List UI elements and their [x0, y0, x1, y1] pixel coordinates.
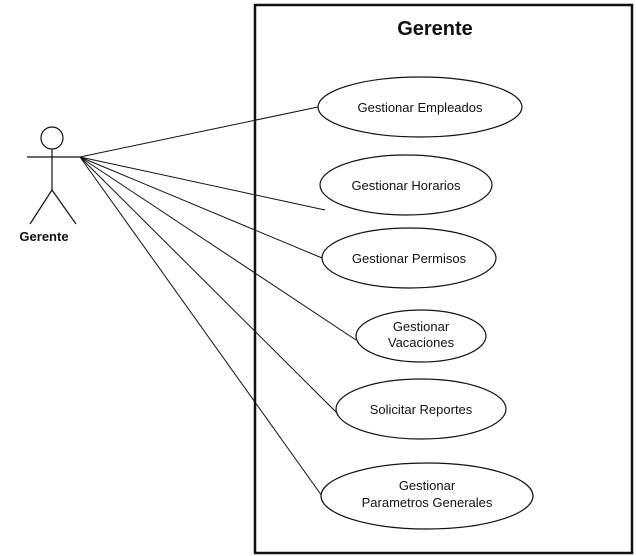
associations	[79, 106, 357, 497]
use-case-label-line-1: Gestionar	[399, 478, 456, 493]
use-case-ellipse	[335, 378, 507, 440]
actor-left-leg	[29, 189, 53, 225]
use-case-label-line-2: Parametros Generales	[362, 495, 493, 510]
actor-head	[40, 126, 64, 150]
association-line-3	[79, 156, 323, 259]
use-case-ellipse	[320, 462, 534, 530]
actor-figure	[27, 126, 80, 225]
use-case-label: Gestionar Empleados	[357, 100, 483, 115]
use-case-label-line-2: Vacaciones	[388, 335, 455, 350]
system-title: Gerente	[397, 18, 473, 40]
use-case-gestionar-vacaciones: Gestionar Vacaciones	[355, 309, 487, 363]
use-case-gestionar-horarios: Gestionar Horarios	[319, 154, 493, 216]
association-line-5	[79, 156, 337, 413]
use-case-gestionar-empleados: Gestionar Empleados	[317, 76, 523, 138]
association-line-2	[79, 156, 326, 211]
use-case-ellipse	[317, 76, 523, 138]
use-case-ellipse	[355, 309, 487, 363]
use-case-solicitar-reportes: Solicitar Reportes	[335, 378, 507, 440]
system-boundary	[253, 3, 634, 555]
use-case-gestionar-permisos: Gestionar Permisos	[321, 227, 497, 289]
actor-name: Gerente	[19, 229, 68, 244]
association-line-4	[79, 156, 357, 341]
use-case-ellipse	[321, 227, 497, 289]
association-line-6	[79, 156, 323, 497]
association-line-1	[79, 106, 319, 158]
use-case-gestionar-parametros-generales: Gestionar Parametros Generales	[320, 462, 534, 530]
use-case-label: Gestionar Horarios	[351, 178, 461, 193]
use-case-label: Gestionar Permisos	[352, 251, 467, 266]
actor-right-leg	[51, 189, 77, 225]
use-case-label: Solicitar Reportes	[370, 402, 473, 417]
use-case-ellipse	[319, 154, 493, 216]
use-case-label-line-1: Gestionar	[393, 319, 450, 334]
